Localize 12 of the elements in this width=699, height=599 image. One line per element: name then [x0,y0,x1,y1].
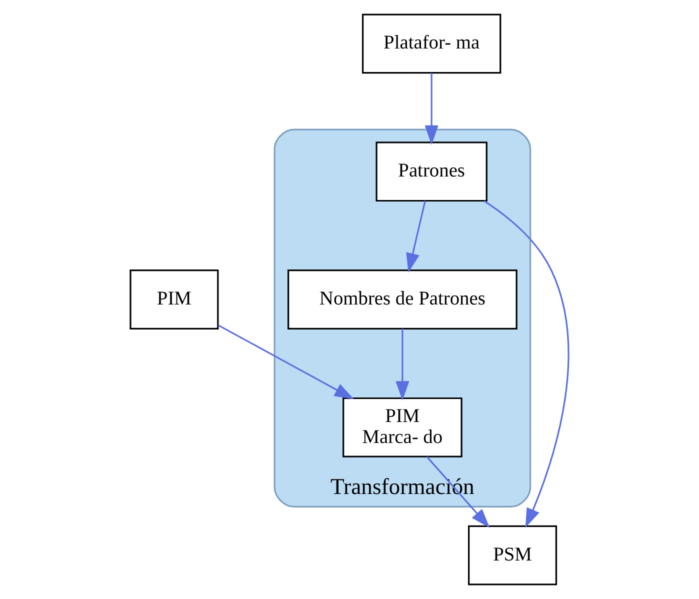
arrow [217,324,354,400]
node-box: Nombres de Patrones [287,270,517,330]
node-box: Patrones [375,142,487,202]
node-box: PSM [468,525,557,586]
arrow [406,200,426,273]
node-box: PIM Marca- do [342,397,462,458]
arrow [424,73,438,145]
arrow [426,456,490,528]
node-box: PIM [129,270,218,330]
arrow [395,328,409,401]
arrow [483,200,569,528]
node-box: Platafor- ma [361,14,501,74]
